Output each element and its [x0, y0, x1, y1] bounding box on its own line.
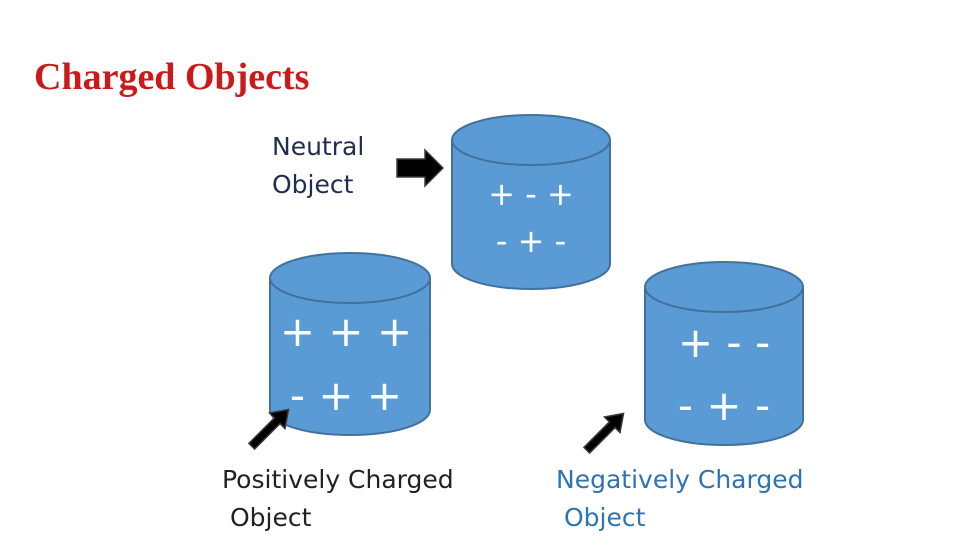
neutral-label-line2: Object	[272, 170, 354, 199]
neutral-charges-row1: + - +	[488, 175, 574, 213]
neutral-charges-row2: - + -	[496, 222, 566, 260]
neutral-label-line1: Neutral	[272, 132, 365, 161]
negative-charges-row2: - + -	[678, 381, 770, 430]
positive-label-line1: Positively Charged	[222, 465, 454, 494]
positive-charges-row2: - + +	[290, 371, 402, 420]
negative-label-line1: Negatively Charged	[556, 465, 804, 494]
neutral-object-label: Neutral Object	[272, 128, 364, 204]
positive-charges-row1: + + +	[280, 307, 412, 356]
positive-cylinder: + + + - + +	[269, 252, 431, 436]
slide-title: Charged Objects	[34, 56, 310, 98]
negative-charges-row1: + - -	[678, 318, 770, 367]
neutral-cylinder: + - + - + -	[451, 114, 611, 290]
arrow-up-right-icon	[247, 408, 290, 451]
negative-object-label: Negatively Charged Object	[556, 461, 803, 537]
negative-cylinder: + - - - + -	[644, 261, 804, 446]
positive-object-label: Positively Charged Object	[222, 461, 454, 537]
negative-label-line2: Object	[556, 503, 646, 532]
arrow-up-right-icon	[582, 412, 625, 455]
arrow-right-icon	[396, 148, 445, 188]
positive-label-line2: Object	[222, 503, 312, 532]
